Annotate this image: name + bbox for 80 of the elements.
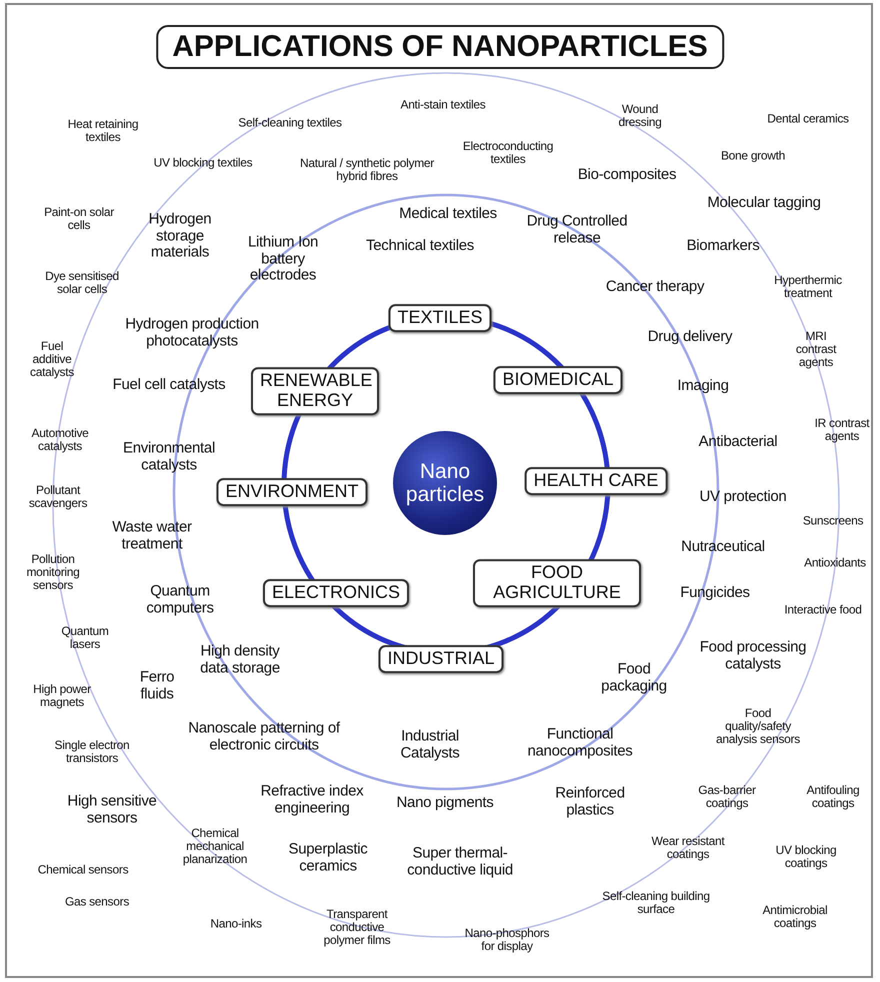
category-box: FOOD AGRICULTURE	[473, 559, 641, 607]
application-label: Interactive food	[783, 603, 863, 617]
application-label: Wound dressing	[618, 102, 662, 130]
category-box: HEALTH CARE	[524, 467, 668, 495]
title-banner: APPLICATIONS OF NANOPARTICLES	[156, 25, 724, 69]
application-label: Drug Controlled release	[526, 214, 628, 246]
application-label: UV protection	[698, 488, 788, 506]
application-label: Hydrogen production photocatalysts	[124, 316, 260, 350]
application-label: IR contrast agents	[814, 416, 870, 444]
application-label: High density data storage	[199, 644, 281, 676]
application-label: Quantum lasers	[60, 624, 110, 652]
category-box: ENVIRONMENT	[216, 478, 368, 506]
application-label: Wear resistant coatings	[650, 834, 726, 862]
application-label: MRI contrast agents	[794, 330, 838, 370]
application-label: Cancer therapy	[604, 278, 706, 296]
application-label: Anti-stain textiles	[399, 98, 486, 112]
application-label: Self-cleaning building surface	[601, 890, 711, 916]
category-box: INDUSTRIAL	[378, 645, 504, 673]
application-label: UV blocking coatings	[774, 844, 838, 870]
application-label: Paint-on solar cells	[44, 206, 114, 232]
application-label: Food processing catalysts	[698, 640, 808, 672]
application-label: Nanoscale patterning of electronic circuits	[187, 720, 341, 754]
application-label: Refractive index engineering	[260, 784, 364, 816]
application-label: Functional nanocomposites	[526, 726, 634, 760]
application-label: Super thermal-conductive liquid	[406, 846, 514, 878]
application-label: Chemical sensors	[36, 863, 130, 877]
application-label: Dental ceramics	[766, 112, 850, 126]
application-label: Bone growth	[720, 149, 786, 163]
application-label: Imaging	[676, 378, 730, 394]
application-label: Hydrogen storage materials	[148, 211, 212, 261]
application-label: High sensitive sensors	[66, 794, 158, 826]
category-box: ELECTRONICS	[262, 579, 410, 607]
application-label: Antioxidants	[803, 556, 867, 570]
application-label: Nano pigments	[396, 794, 494, 812]
category-box: BIOMEDICAL	[493, 366, 623, 394]
application-label: Nano-inks	[209, 917, 263, 931]
application-label: Industrial Catalysts	[400, 728, 460, 762]
application-label: Molecular tagging	[706, 194, 822, 212]
application-label: Fungicides	[679, 584, 751, 602]
application-label: Technical textiles	[365, 238, 475, 254]
application-label: Automotive catalysts	[30, 426, 90, 454]
application-label: Pollution monitoring sensors	[25, 553, 81, 593]
category-box: RENEWABLE ENERGY	[251, 367, 379, 415]
application-label: Quantum computers	[145, 584, 215, 616]
application-label: Antifouling coatings	[806, 784, 860, 810]
category-box: TEXTILES	[388, 304, 492, 332]
application-label: Single electron transistors	[54, 738, 130, 766]
application-label: Gas-barrier coatings	[697, 784, 757, 810]
application-label: Gas sensors	[64, 895, 130, 909]
application-label: Bio-composites	[576, 166, 678, 184]
application-label: Hyperthermic treatment	[773, 274, 843, 300]
application-label: High power magnets	[32, 682, 92, 710]
application-label: UV blocking textiles	[152, 156, 254, 170]
application-label: Electroconducting textiles	[462, 140, 554, 166]
application-label: Heat retaining textiles	[66, 118, 140, 144]
application-label: Biomarkers	[686, 238, 760, 254]
application-label: Sunscreens	[802, 514, 864, 528]
application-label: Food quality/safety analysis sensors	[715, 707, 801, 747]
application-label: Nano-phosphors for display	[464, 926, 550, 954]
application-label: Reinforced plastics	[554, 786, 626, 818]
application-label: Antibacterial	[698, 434, 778, 450]
application-label: Transparent conductive polymer films	[322, 908, 392, 948]
application-label: Environmental catalysts	[122, 440, 216, 474]
application-label: Fuel cell catalysts	[112, 376, 226, 394]
application-label: Pollutant scavengers	[28, 484, 88, 510]
application-label: Drug delivery	[646, 328, 734, 346]
application-label: Chemical mechanical planarization	[182, 827, 248, 867]
application-label: Dye sensitised solar cells	[44, 270, 120, 296]
application-label: Ferro fluids	[138, 670, 176, 702]
application-label: Self-cleaning textiles	[237, 116, 343, 130]
application-label: Natural / synthetic polymer hybrid fibres	[299, 156, 435, 184]
application-label: Waste water treatment	[111, 520, 193, 552]
central-circle: Nano particles	[393, 431, 497, 535]
application-label: Lithium Ion battery electrodes	[246, 234, 320, 284]
application-label: Antimicrobial coatings	[762, 904, 828, 930]
application-label: Nutraceutical	[680, 538, 766, 556]
application-label: Superplastic ceramics	[288, 842, 368, 874]
application-label: Food packaging	[600, 662, 668, 694]
application-label: Medical textiles	[398, 206, 498, 222]
application-label: Fuel additive catalysts	[29, 340, 75, 380]
